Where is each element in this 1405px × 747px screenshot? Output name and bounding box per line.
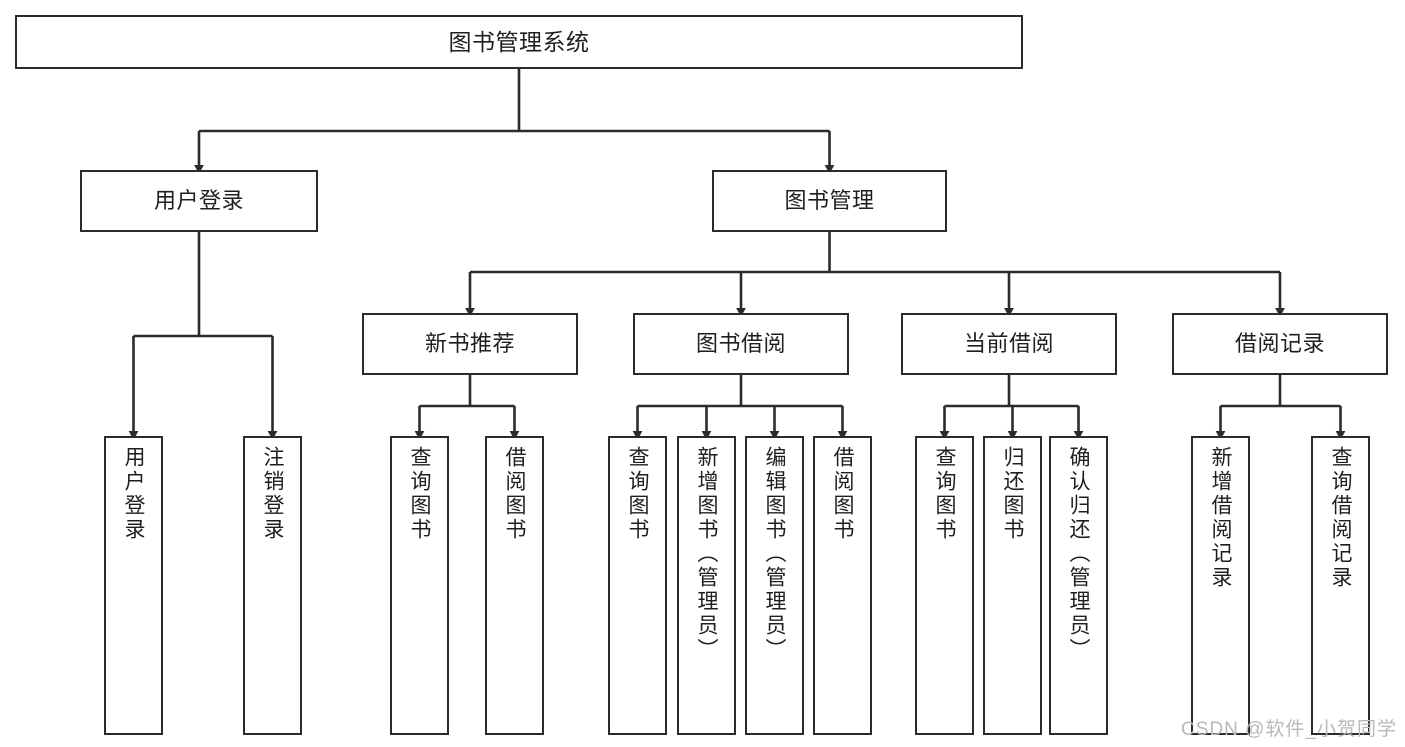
node-leaf-edit-book[interactable]: 编辑图书（管理员）	[745, 436, 804, 735]
node-leaf-add-record[interactable]: 新增借阅记录	[1191, 436, 1250, 735]
node-leaf-query-book-1[interactable]: 查询图书	[390, 436, 449, 735]
node-current-borrow-label: 当前借阅	[963, 331, 1054, 357]
node-leaf-query-book-3-label: 查询图书	[933, 446, 956, 542]
node-leaf-borrow-book-2-label: 借阅图书	[831, 446, 854, 542]
node-user-login-label: 用户登录	[153, 188, 244, 214]
node-book-borrow[interactable]: 图书借阅	[633, 313, 849, 375]
node-leaf-query-book-2[interactable]: 查询图书	[608, 436, 667, 735]
node-leaf-add-record-label: 新增借阅记录	[1209, 446, 1232, 590]
node-leaf-borrow-book-1-label: 借阅图书	[503, 446, 526, 542]
node-leaf-add-book-label: 新增图书（管理员）	[695, 446, 718, 662]
node-leaf-query-record[interactable]: 查询借阅记录	[1311, 436, 1370, 735]
node-leaf-query-book-2-label: 查询图书	[626, 446, 649, 542]
node-leaf-query-book-1-label: 查询图书	[408, 446, 431, 542]
node-leaf-confirm-return[interactable]: 确认归还（管理员）	[1049, 436, 1108, 735]
node-borrow-record-label: 借阅记录	[1234, 331, 1325, 357]
node-leaf-user-login[interactable]: 用户登录	[104, 436, 163, 735]
watermark: CSDN @软件_小贺同学	[1181, 719, 1397, 740]
node-leaf-add-book[interactable]: 新增图书（管理员）	[677, 436, 736, 735]
node-leaf-borrow-book-2[interactable]: 借阅图书	[813, 436, 872, 735]
node-user-login[interactable]: 用户登录	[80, 170, 318, 232]
node-book-borrow-label: 图书借阅	[695, 331, 786, 357]
node-new-book-rec-label: 新书推荐	[424, 331, 515, 357]
node-leaf-query-record-label: 查询借阅记录	[1329, 446, 1352, 590]
node-leaf-return-book-label: 归还图书	[1001, 446, 1024, 542]
node-leaf-user-login-label: 用户登录	[122, 446, 145, 542]
node-leaf-confirm-return-label: 确认归还（管理员）	[1067, 446, 1090, 662]
node-leaf-logout[interactable]: 注销登录	[243, 436, 302, 735]
node-book-manage[interactable]: 图书管理	[712, 170, 947, 232]
node-leaf-return-book[interactable]: 归还图书	[983, 436, 1042, 735]
node-leaf-borrow-book-1[interactable]: 借阅图书	[485, 436, 544, 735]
node-root[interactable]: 图书管理系统	[15, 15, 1023, 69]
node-leaf-logout-label: 注销登录	[261, 446, 284, 542]
node-current-borrow[interactable]: 当前借阅	[901, 313, 1117, 375]
node-book-manage-label: 图书管理	[784, 188, 875, 214]
node-leaf-query-book-3[interactable]: 查询图书	[915, 436, 974, 735]
node-borrow-record[interactable]: 借阅记录	[1172, 313, 1388, 375]
node-new-book-rec[interactable]: 新书推荐	[362, 313, 578, 375]
node-leaf-edit-book-label: 编辑图书（管理员）	[763, 446, 786, 662]
node-root-label: 图书管理系统	[448, 28, 590, 55]
